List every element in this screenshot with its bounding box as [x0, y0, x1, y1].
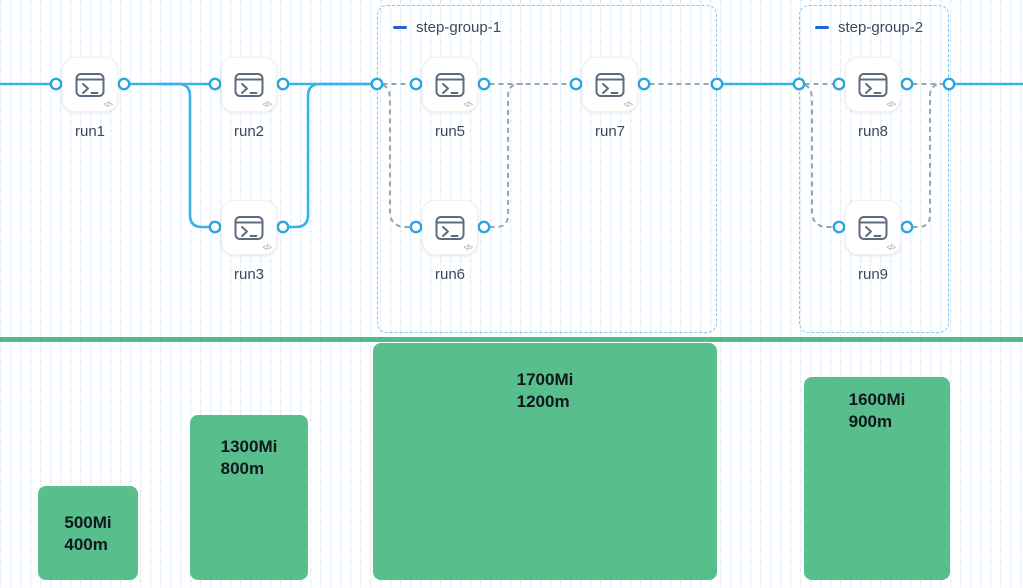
resource-divider: [0, 337, 1023, 342]
port[interactable]: [208, 77, 222, 91]
group-label: step-group-1: [416, 19, 502, 36]
terminal-icon: [75, 72, 105, 97]
port[interactable]: [637, 77, 651, 91]
edge-group1in-run6: [382, 84, 411, 228]
code-icon: </>: [463, 100, 473, 109]
resource-bar-run2: 1300Mi 800m: [190, 415, 308, 580]
port[interactable]: [710, 77, 724, 91]
node-label: run3: [233, 266, 265, 283]
edge-group2in-run9: [804, 84, 834, 228]
code-icon: </>: [262, 243, 272, 252]
terminal-icon: [435, 72, 465, 97]
code-icon: </>: [886, 100, 896, 109]
resource-label: 500Mi 400m: [64, 486, 111, 580]
resource-label: 1700Mi 1200m: [517, 343, 574, 580]
port[interactable]: [477, 77, 491, 91]
terminal-icon: [234, 72, 264, 97]
port[interactable]: [117, 77, 131, 91]
port[interactable]: [208, 220, 222, 234]
edge-run9-group2out: [912, 83, 944, 228]
terminal-icon: [858, 215, 888, 240]
port[interactable]: [477, 220, 491, 234]
task-card[interactable]: </>: [422, 57, 478, 112]
port[interactable]: [409, 77, 423, 91]
cpu-request: 900m: [848, 411, 893, 431]
edge-run3-group1: [287, 82, 373, 229]
memory-request: 1300Mi: [220, 437, 278, 456]
node-label: run1: [74, 123, 106, 140]
memory-request: 1600Mi: [848, 390, 906, 409]
task-card[interactable]: </>: [422, 200, 478, 255]
code-icon: </>: [463, 243, 473, 252]
collapse-dash-icon[interactable]: [815, 25, 829, 30]
group-label: step-group-2: [838, 19, 924, 36]
port[interactable]: [832, 220, 846, 234]
task-card[interactable]: </>: [221, 200, 277, 255]
step-group-2[interactable]: step-group-2: [799, 5, 949, 333]
terminal-icon: [595, 72, 625, 97]
resource-bar-step-group-2: 1600Mi 900m: [804, 377, 950, 580]
cpu-request: 1200m: [516, 391, 570, 411]
node-run7[interactable]: </> run7: [582, 57, 638, 140]
port[interactable]: [942, 77, 956, 91]
node-label: run9: [857, 266, 889, 283]
resource-label: 1300Mi 800m: [221, 415, 278, 580]
node-run2[interactable]: </> run2: [221, 57, 277, 140]
node-run8[interactable]: </> run8: [845, 57, 901, 140]
port[interactable]: [409, 220, 423, 234]
group-header: step-group-1: [378, 6, 716, 36]
node-label: run5: [434, 123, 466, 140]
task-card[interactable]: </>: [845, 200, 901, 255]
task-card[interactable]: </>: [221, 57, 277, 112]
port[interactable]: [569, 77, 583, 91]
node-label: run2: [233, 123, 265, 140]
node-run6[interactable]: </> run6: [422, 200, 478, 283]
node-run5[interactable]: </> run5: [422, 57, 478, 140]
resource-label: 1600Mi 900m: [849, 377, 906, 580]
task-card[interactable]: </>: [582, 57, 638, 112]
port[interactable]: [792, 77, 806, 91]
memory-request: 1700Mi: [516, 370, 574, 389]
collapse-dash-icon[interactable]: [393, 25, 407, 30]
resource-bar-run1: 500Mi 400m: [38, 486, 138, 580]
edge-run6-run7: [489, 83, 524, 228]
code-icon: </>: [623, 100, 633, 109]
node-label: run7: [594, 123, 626, 140]
cpu-request: 400m: [64, 534, 108, 554]
port[interactable]: [276, 77, 290, 91]
terminal-icon: [858, 72, 888, 97]
port[interactable]: [276, 220, 290, 234]
terminal-icon: [435, 215, 465, 240]
code-icon: </>: [886, 243, 896, 252]
port[interactable]: [832, 77, 846, 91]
task-card[interactable]: </>: [845, 57, 901, 112]
node-label: run8: [857, 123, 889, 140]
task-card[interactable]: </>: [62, 57, 118, 112]
terminal-icon: [234, 215, 264, 240]
node-run1[interactable]: </> run1: [62, 57, 118, 140]
resource-bar-step-group-1: 1700Mi 1200m: [373, 343, 717, 580]
memory-request: 500Mi: [64, 513, 112, 532]
edge-run1-run3: [156, 82, 211, 229]
code-icon: </>: [262, 100, 272, 109]
step-group-1[interactable]: step-group-1: [377, 5, 717, 333]
code-icon: </>: [103, 100, 113, 109]
port[interactable]: [900, 77, 914, 91]
port[interactable]: [49, 77, 63, 91]
node-run3[interactable]: </> run3: [221, 200, 277, 283]
node-label: run6: [434, 266, 466, 283]
cpu-request: 800m: [220, 458, 265, 478]
group-header: step-group-2: [800, 6, 948, 36]
port[interactable]: [370, 77, 384, 91]
node-run9[interactable]: </> run9: [845, 200, 901, 283]
port[interactable]: [900, 220, 914, 234]
